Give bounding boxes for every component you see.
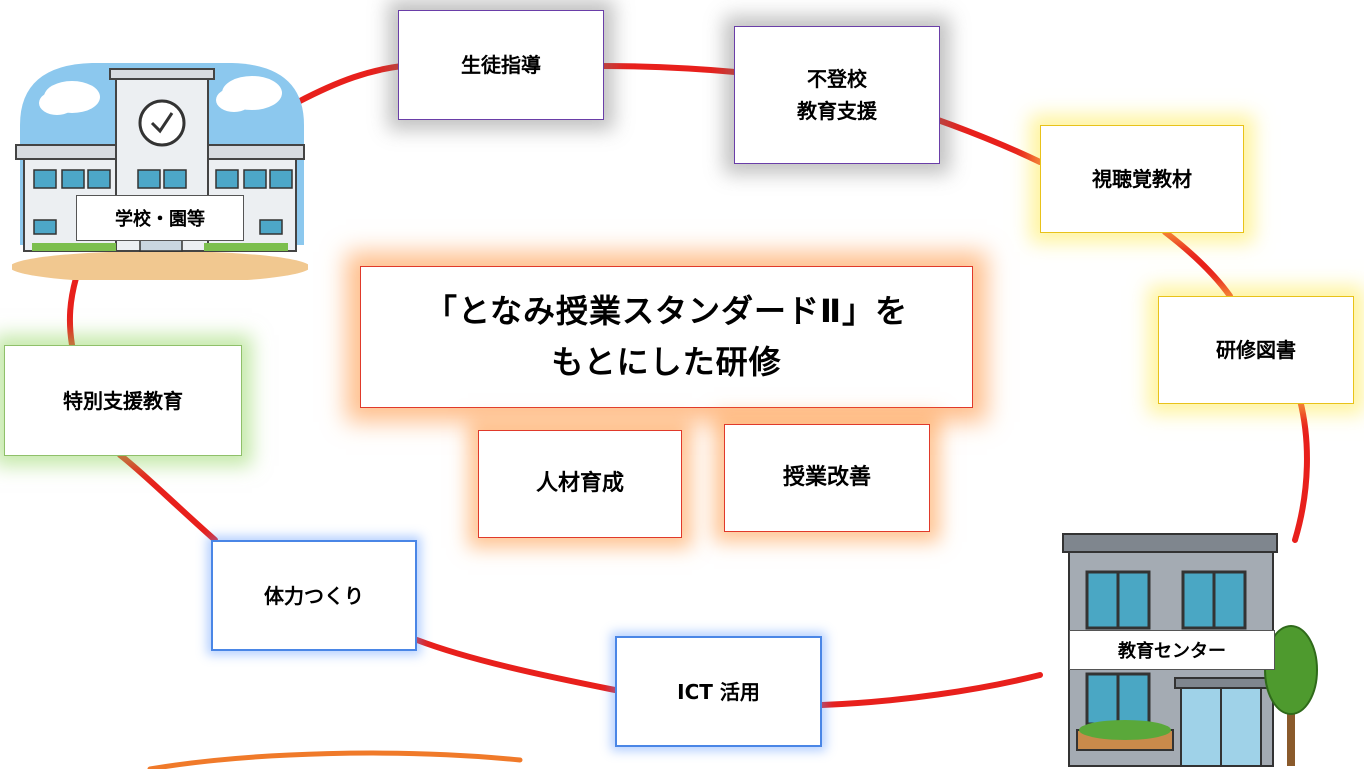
- node-tokubetsu-shien-kyoiku: 特別支援教育: [4, 345, 242, 456]
- node-shichokaku-kyozai: 視聴覚教材: [1040, 125, 1244, 233]
- node-shichokaku-label: 視聴覚教材: [1092, 167, 1192, 191]
- education-center-illustration: 教育センター: [1035, 530, 1325, 769]
- node-tairyoku-zukuri: 体力つくり: [211, 540, 417, 651]
- node-futoko-label-line1: 不登校: [807, 67, 867, 91]
- hub-tag-jinzai-ikusei-label: 人材育成: [535, 471, 624, 497]
- central-hub-title-line1: 「となみ授業スタンダードⅡ」を: [424, 291, 909, 330]
- node-ict-label: ICT 活用: [677, 679, 760, 704]
- central-hub-title-line2: もとにした研修: [551, 343, 782, 381]
- school-label: 学校・園等: [76, 195, 244, 241]
- node-tokubetsu-shien-label: 特別支援教育: [63, 388, 183, 413]
- node-futoko-label-line2: 教育支援: [797, 99, 877, 123]
- node-seito-shido: 生徒指導: [398, 10, 604, 120]
- node-ict-katsuyo: ICT 活用: [615, 636, 822, 747]
- node-seito-shido-label: 生徒指導: [461, 53, 541, 77]
- node-futoko-kyoiku-shien: 不登校 教育支援: [734, 26, 940, 164]
- node-kenshu-tosho: 研修図書: [1158, 296, 1354, 404]
- school-building-icon: [12, 63, 308, 280]
- central-hub: 「となみ授業スタンダードⅡ」を もとにした研修: [360, 266, 973, 408]
- hub-tag-jinzai-ikusei: 人材育成: [478, 430, 682, 538]
- hub-tag-jugyo-kaizen: 授業改善: [724, 424, 930, 532]
- education-center-label: 教育センター: [1069, 630, 1275, 670]
- hub-tag-jugyo-kaizen-label: 授業改善: [782, 465, 871, 491]
- ring-path: [66, 63, 1310, 708]
- bottom-orange-arc: [147, 750, 523, 769]
- school-illustration: 学校・園等: [12, 45, 308, 280]
- node-tairyoku-label: 体力つくり: [264, 583, 364, 608]
- node-kenshu-tosho-label: 研修図書: [1216, 338, 1296, 362]
